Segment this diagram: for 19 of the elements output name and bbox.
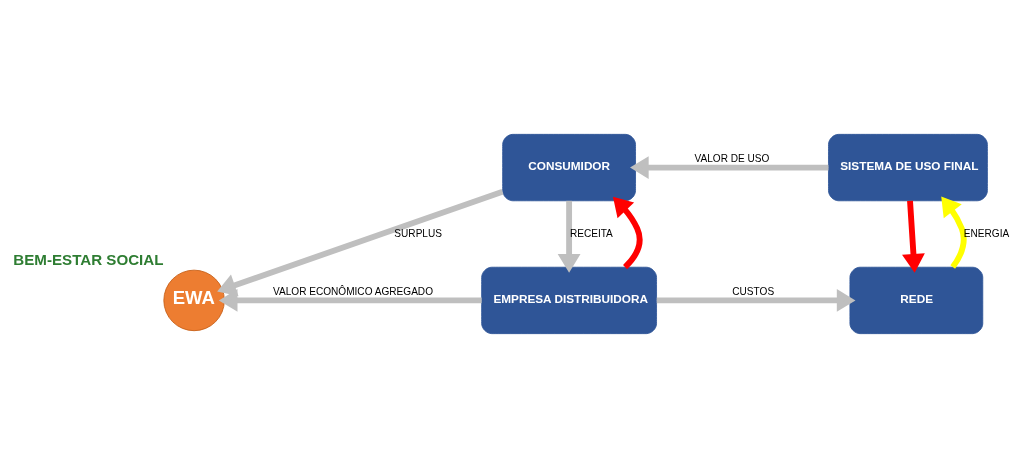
arrow: [630, 156, 829, 179]
arrow: [218, 289, 482, 312]
arrow: [656, 289, 856, 312]
node-box: EMPRESA DISTRIBUIDORA: [481, 266, 657, 335]
edge-label: CUSTOS: [732, 286, 775, 298]
node-circle: EWA: [163, 269, 225, 332]
edge-label: RECEITA: [569, 227, 613, 239]
node-box: SISTEMA DE USO FINAL: [828, 133, 988, 202]
edge-label: SURPLUS: [394, 227, 442, 239]
arrow: [217, 188, 504, 297]
arrow: [941, 196, 967, 269]
arrow: [612, 196, 643, 270]
arrow: [557, 200, 581, 273]
arrow: [902, 200, 925, 273]
node-box: REDE: [849, 266, 984, 335]
node-box: CONSUMIDOR: [502, 133, 636, 202]
node-label: BEM-ESTAR SOCIAL: [13, 250, 164, 268]
edge-label: VALOR ECONÔMICO AGREGADO: [273, 286, 433, 298]
edge-label: VALOR DE USO: [694, 153, 770, 165]
